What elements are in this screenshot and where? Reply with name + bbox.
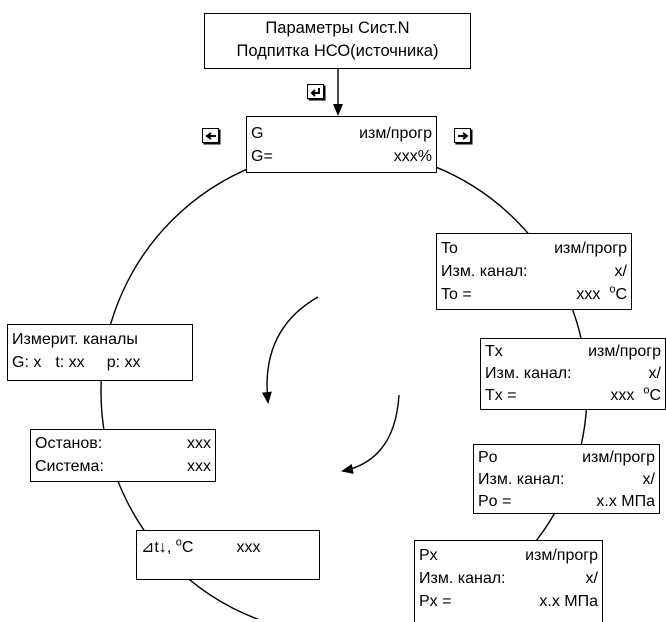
delta-t-value: xxx xyxy=(236,539,261,556)
px-label: Px xyxy=(419,547,438,564)
screen-channels: Измерит. каналы G: x t: xx p: xx xyxy=(7,324,193,381)
g-label: G xyxy=(251,125,264,142)
stop-label: Останов: xyxy=(35,435,103,452)
stop-value: xxx xyxy=(187,435,211,452)
screen-to: To изм/прогр Изм. канал: x/ To = xxx oC xyxy=(436,233,632,310)
tx-eq: Tx = xyxy=(485,387,517,404)
g-eq: G= xyxy=(251,148,273,165)
channels-t: t: xx xyxy=(55,354,85,371)
left-arrow-key-icon[interactable] xyxy=(202,128,219,143)
delta-t-label: ⊿t↓, oC xyxy=(141,536,194,556)
header-title: Параметры Сист.N xyxy=(265,19,410,37)
to-eq: To = xyxy=(441,286,472,303)
po-label: Po xyxy=(478,449,498,466)
channels-g: G: x xyxy=(12,354,42,371)
tx-channel-label: Изм. канал: xyxy=(485,365,572,382)
right-arrow-key-icon[interactable] xyxy=(454,128,471,143)
tx-mode: изм/прогр xyxy=(588,343,661,360)
tx-channel-value: x/ xyxy=(648,365,661,382)
header-subtitle: Подпитка НСО(источника) xyxy=(236,42,439,60)
screen-delta-t: ⊿t↓, oC xxx xyxy=(136,530,320,580)
to-value: xxx oC xyxy=(576,283,627,303)
px-mode: изм/прогр xyxy=(525,547,598,564)
enter-key-icon[interactable] xyxy=(307,84,324,99)
rotation-arrow-left xyxy=(261,296,319,404)
po-channel-value: x/ xyxy=(642,471,655,488)
po-mode: изм/прогр xyxy=(582,449,655,466)
rotation-arrow-right xyxy=(341,394,400,474)
to-channel-value: x/ xyxy=(614,263,627,280)
px-channel-label: Изм. канал: xyxy=(419,570,506,587)
px-eq: Px = xyxy=(419,593,452,610)
po-eq: Po = xyxy=(478,493,512,510)
screen-tx: Tx изм/прогр Изм. канал: x/ Tx = xxx oC xyxy=(480,338,666,410)
to-channel-label: Изм. канал: xyxy=(441,263,528,280)
to-label: To xyxy=(441,240,458,257)
px-value: x.x МПа xyxy=(539,593,598,610)
channels-p: p: xx xyxy=(106,354,141,371)
screen-stop: Останов: xxx Система: xxx xyxy=(30,429,216,482)
screen-po: Po изм/прогр Изм. канал: x/ Po = x.x МПа xyxy=(473,444,660,514)
screen-px: Px изм/прогр Изм. канал: x/ Px = x.x МПа xyxy=(414,540,603,622)
tx-value: xxx oC xyxy=(610,384,661,404)
g-mode: изм/прогр xyxy=(359,125,432,142)
to-mode: изм/прогр xyxy=(554,240,627,257)
system-value: xxx xyxy=(187,458,211,475)
po-channel-label: Изм. канал: xyxy=(478,471,565,488)
px-channel-value: x/ xyxy=(585,570,598,587)
tx-label: Tx xyxy=(485,343,503,360)
channels-title: Измерит. каналы xyxy=(12,331,138,348)
po-value: x.x МПа xyxy=(596,493,655,510)
g-value: xxx% xyxy=(393,148,432,165)
system-label: Система: xyxy=(35,458,104,475)
header-box: Параметры Сист.N Подпитка НСО(источника) xyxy=(204,13,471,69)
